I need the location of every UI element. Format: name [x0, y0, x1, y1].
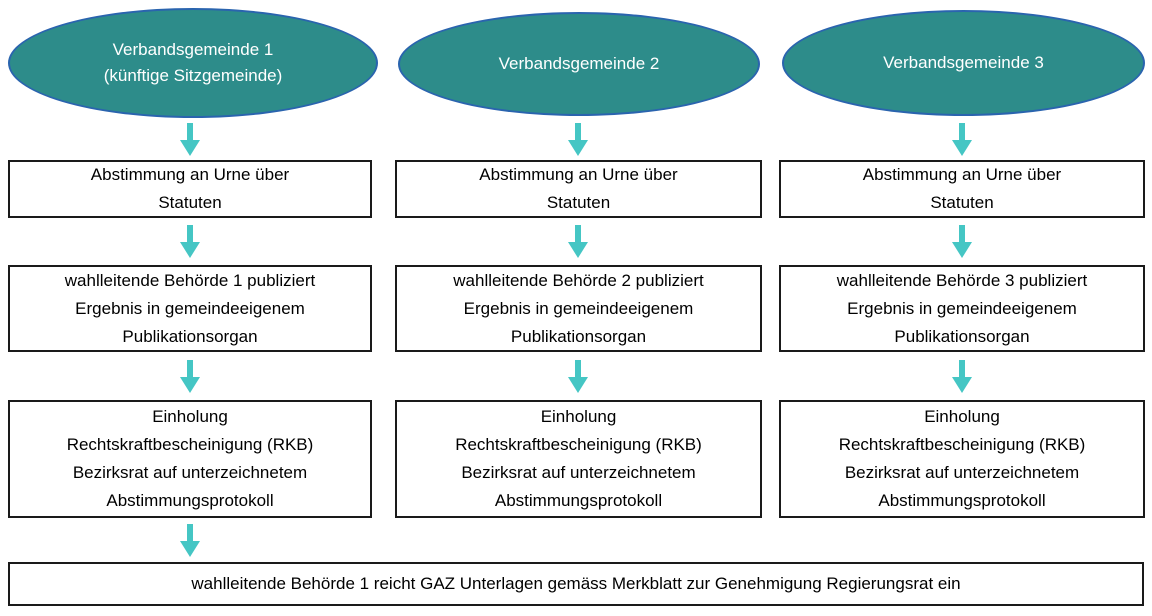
down-arrow-icon [948, 360, 976, 394]
down-arrow-icon [948, 123, 976, 157]
footer-box-genehmigung: wahlleitende Behörde 1 reicht GAZ Unterl… [8, 562, 1144, 606]
down-arrow-icon [948, 225, 976, 259]
down-arrow-icon [564, 360, 592, 394]
step-box-publikation-2: wahlleitende Behörde 2 publiziert Ergebn… [395, 265, 762, 352]
down-arrow-icon [176, 360, 204, 394]
ellipse-verbandsgemeinde-2: Verbandsgemeinde 2 [398, 12, 760, 116]
step-box-abstimmung-2: Abstimmung an Urne über Statuten [395, 160, 762, 218]
step-box-abstimmung-1: Abstimmung an Urne über Statuten [8, 160, 372, 218]
down-arrow-icon [564, 225, 592, 259]
step-box-einholung-1: Einholung Rechtskraftbescheinigung (RKB)… [8, 400, 372, 518]
ellipse-verbandsgemeinde-1: Verbandsgemeinde 1 (künftige Sitzgemeind… [8, 8, 378, 118]
step-box-publikation-3: wahlleitende Behörde 3 publiziert Ergebn… [779, 265, 1145, 352]
step-box-einholung-2: Einholung Rechtskraftbescheinigung (RKB)… [395, 400, 762, 518]
down-arrow-icon [564, 123, 592, 157]
down-arrow-icon [176, 524, 204, 558]
down-arrow-icon [176, 123, 204, 157]
step-box-publikation-1: wahlleitende Behörde 1 publiziert Ergebn… [8, 265, 372, 352]
step-box-abstimmung-3: Abstimmung an Urne über Statuten [779, 160, 1145, 218]
ellipse-verbandsgemeinde-3: Verbandsgemeinde 3 [782, 10, 1145, 116]
down-arrow-icon [176, 225, 204, 259]
step-box-einholung-3: Einholung Rechtskraftbescheinigung (RKB)… [779, 400, 1145, 518]
